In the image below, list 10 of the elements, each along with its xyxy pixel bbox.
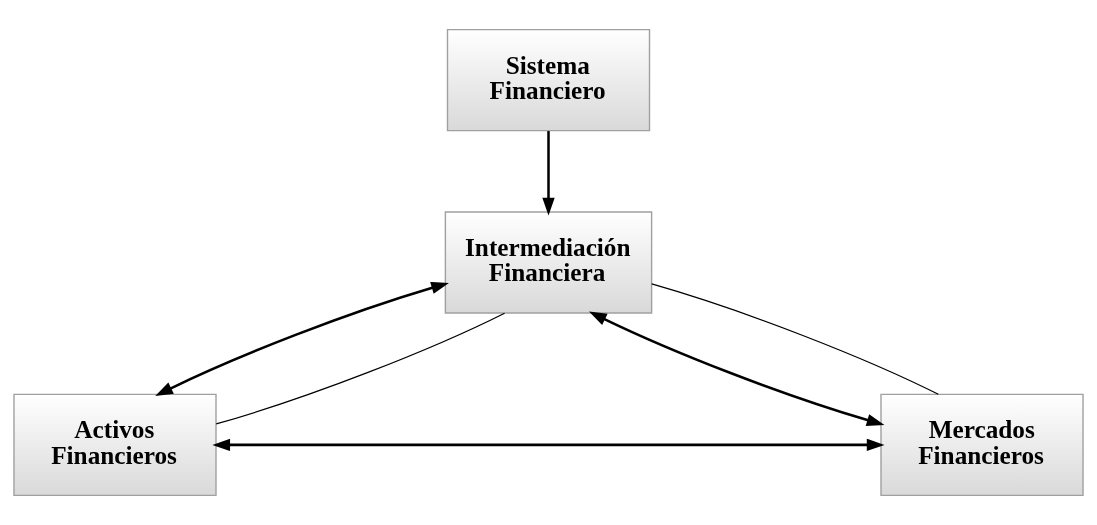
arrow (542, 131, 555, 216)
node-box: Activos Financieros (13, 393, 217, 497)
connector (651, 283, 939, 395)
node-box: Sistema Financiero (446, 28, 651, 132)
node-box: Intermediación Financiera (444, 211, 653, 314)
node-box: Mercados Financieros (880, 393, 1084, 497)
arrow (589, 311, 885, 427)
arrow (155, 281, 449, 396)
connector (215, 312, 506, 425)
arrow (212, 438, 885, 452)
